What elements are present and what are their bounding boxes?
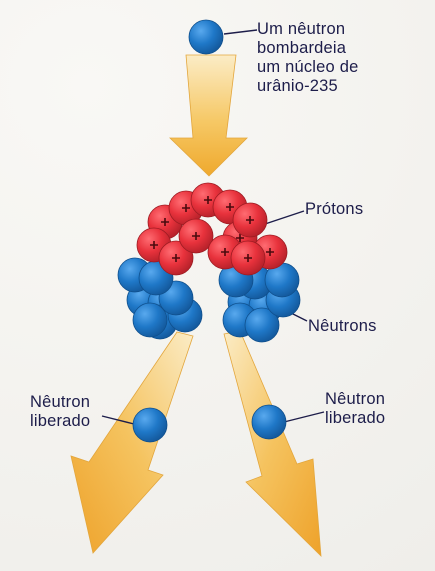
released-neutron-left-label: Nêutron liberado bbox=[30, 393, 140, 431]
label-line: Nêutron bbox=[30, 393, 91, 411]
plus-icon bbox=[150, 241, 158, 249]
leader-intro bbox=[223, 29, 258, 35]
intro-label: Um nêutron bombardeia um núcleo de urâni… bbox=[257, 20, 427, 96]
plus-icon bbox=[266, 248, 274, 256]
intro-line: bombardeia bbox=[257, 39, 347, 57]
incoming-neutron bbox=[188, 19, 224, 55]
plus-icon bbox=[236, 234, 244, 242]
nucleus-proton bbox=[178, 218, 214, 254]
plus-icon bbox=[246, 216, 254, 224]
uranium-nucleus bbox=[117, 182, 301, 343]
arrow-down bbox=[169, 54, 248, 177]
label-line: liberado bbox=[325, 409, 386, 427]
nucleus-neutron bbox=[244, 307, 280, 343]
plus-icon bbox=[192, 232, 200, 240]
protons-label: Prótons bbox=[305, 200, 364, 218]
released-neutron-left bbox=[132, 407, 168, 443]
plus-icon bbox=[172, 254, 180, 262]
label-line: Nêutron bbox=[325, 390, 386, 408]
leader-released-left bbox=[101, 415, 135, 425]
released-neutron-right-label: Nêutron liberado bbox=[325, 390, 435, 428]
leader-released-right bbox=[283, 411, 325, 423]
plus-icon bbox=[182, 204, 190, 212]
nucleus-neutron bbox=[132, 302, 168, 338]
nucleus-proton bbox=[232, 202, 268, 238]
neutrons-label: Nêutrons bbox=[308, 317, 377, 335]
arrow-left-down bbox=[70, 331, 194, 554]
label-line: liberado bbox=[30, 412, 91, 430]
released-neutron-right bbox=[251, 404, 287, 440]
nucleus-proton bbox=[158, 240, 194, 276]
plus-icon bbox=[226, 203, 234, 211]
intro-line: um núcleo de bbox=[257, 58, 359, 76]
leader-protons bbox=[264, 210, 305, 225]
intro-line: urânio-235 bbox=[257, 77, 338, 95]
nucleus-proton bbox=[230, 240, 266, 276]
plus-icon bbox=[221, 248, 229, 256]
plus-icon bbox=[204, 196, 212, 204]
intro-line: Um nêutron bbox=[257, 20, 346, 38]
arrow-right-down bbox=[223, 330, 322, 558]
plus-icon bbox=[244, 254, 252, 262]
plus-icon bbox=[161, 218, 169, 226]
